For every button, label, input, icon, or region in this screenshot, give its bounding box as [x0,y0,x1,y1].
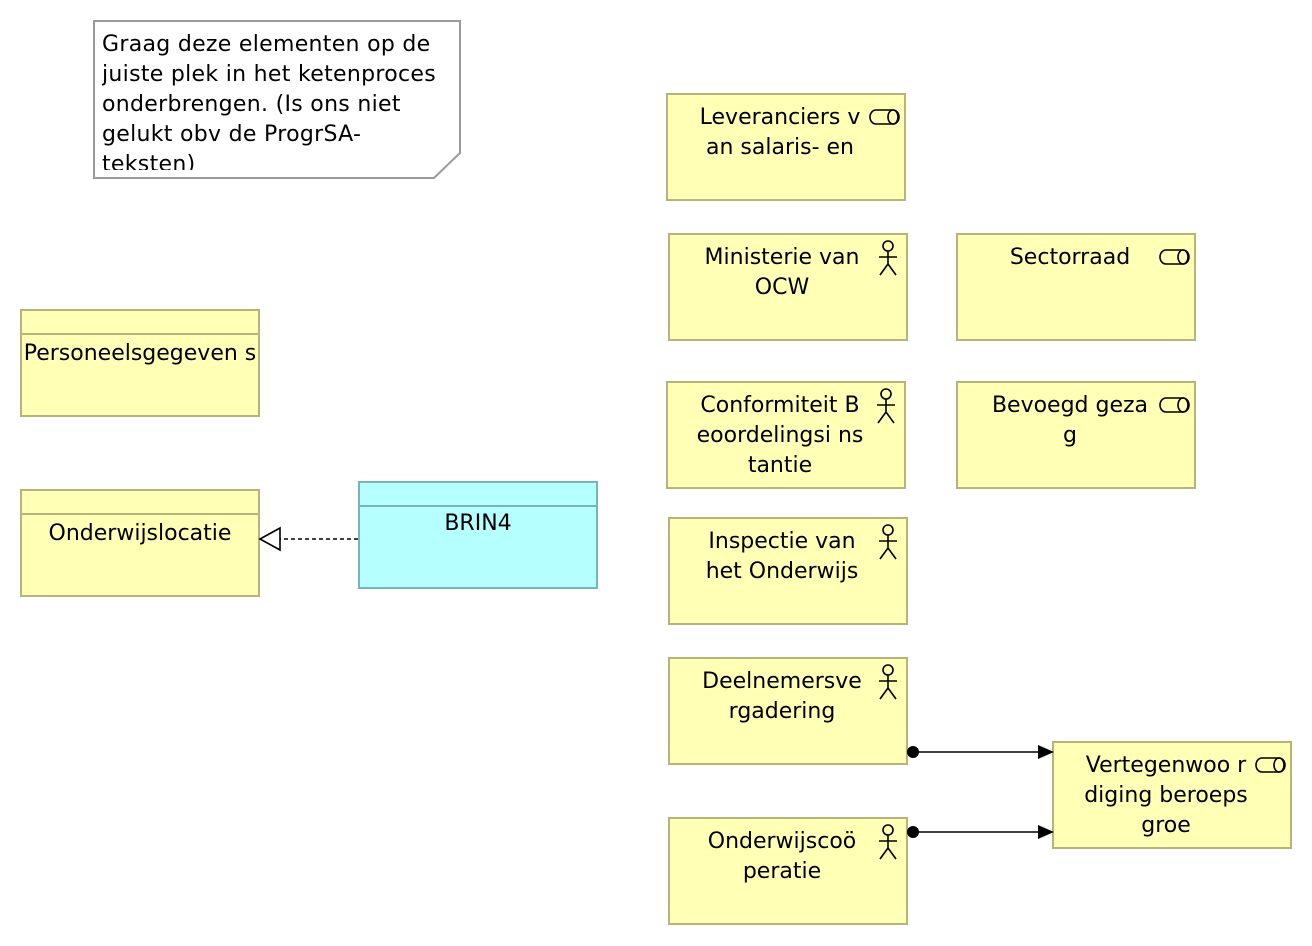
actor-onderwijscooperatie[interactable]: Onderwijscoö peratie [668,817,908,925]
actor-ministerie[interactable]: Ministerie van OCW [668,233,908,341]
actor-icon [879,240,897,276]
element-label: Vertegenwoo rdiging beroepsgroe [1084,753,1248,838]
data-object-header [22,311,258,335]
role-leveranciers[interactable]: Leveranciers van salaris- en [666,93,906,201]
role-icon [1159,249,1190,265]
actor-icon [879,824,897,860]
data-object-onderwijslocatie[interactable]: Onderwijslocatie [20,489,260,597]
element-label: Onderwijslocatie [48,521,232,546]
element-label: Bevoegd gezag [991,393,1149,448]
actor-icon [879,524,897,560]
element-label: Sectorraad [1009,245,1131,270]
note-text: Graag deze elementen op de juiste plek i… [102,32,436,170]
artifact-brin4[interactable]: BRIN4 [358,481,598,589]
actor-icon [877,388,895,424]
element-label: BRIN4 [444,511,512,536]
role-bevoegd-gezag[interactable]: Bevoegd gezag [956,381,1196,489]
actor-icon [879,664,897,700]
realization-brin4-onderwijslocatie[interactable] [258,526,358,552]
actor-inspectie[interactable]: Inspectie van het Onderwijs [668,517,908,625]
element-label: Personeelsgegeven s [23,341,257,366]
actor-deelnemersvergadering[interactable]: Deelnemersve rgadering [668,657,908,765]
actor-conformiteit[interactable]: Conformiteit Beoordelingsi nstantie [666,381,906,489]
element-label: Inspectie van het Onderwijs [705,529,859,584]
role-icon [1159,397,1190,413]
assignment-deelnemersvergadering-vertegenwoordiging[interactable] [907,745,1054,759]
assignment-onderwijscooperatie-vertegenwoordiging[interactable] [907,825,1054,839]
role-icon [1255,757,1286,773]
data-object-header [22,491,258,515]
artifact-header [360,483,596,507]
role-vertegenwoordiging[interactable]: Vertegenwoo rdiging beroepsgroe [1052,741,1292,849]
note-shape [93,20,461,179]
element-label: Ministerie van OCW [704,245,860,300]
role-sectorraad[interactable]: Sectorraad [956,233,1196,341]
role-icon [869,109,900,125]
element-label: Deelnemersve rgadering [702,669,862,724]
element-label: Conformiteit Beoordelingsi nstantie [696,393,864,478]
element-label: Leveranciers van salaris- en [699,105,861,160]
note[interactable]: Graag deze elementen op de juiste plek i… [93,20,461,179]
data-object-personeelsgegevens[interactable]: Personeelsgegeven s [20,309,260,417]
element-label: Onderwijscoö peratie [707,829,857,884]
